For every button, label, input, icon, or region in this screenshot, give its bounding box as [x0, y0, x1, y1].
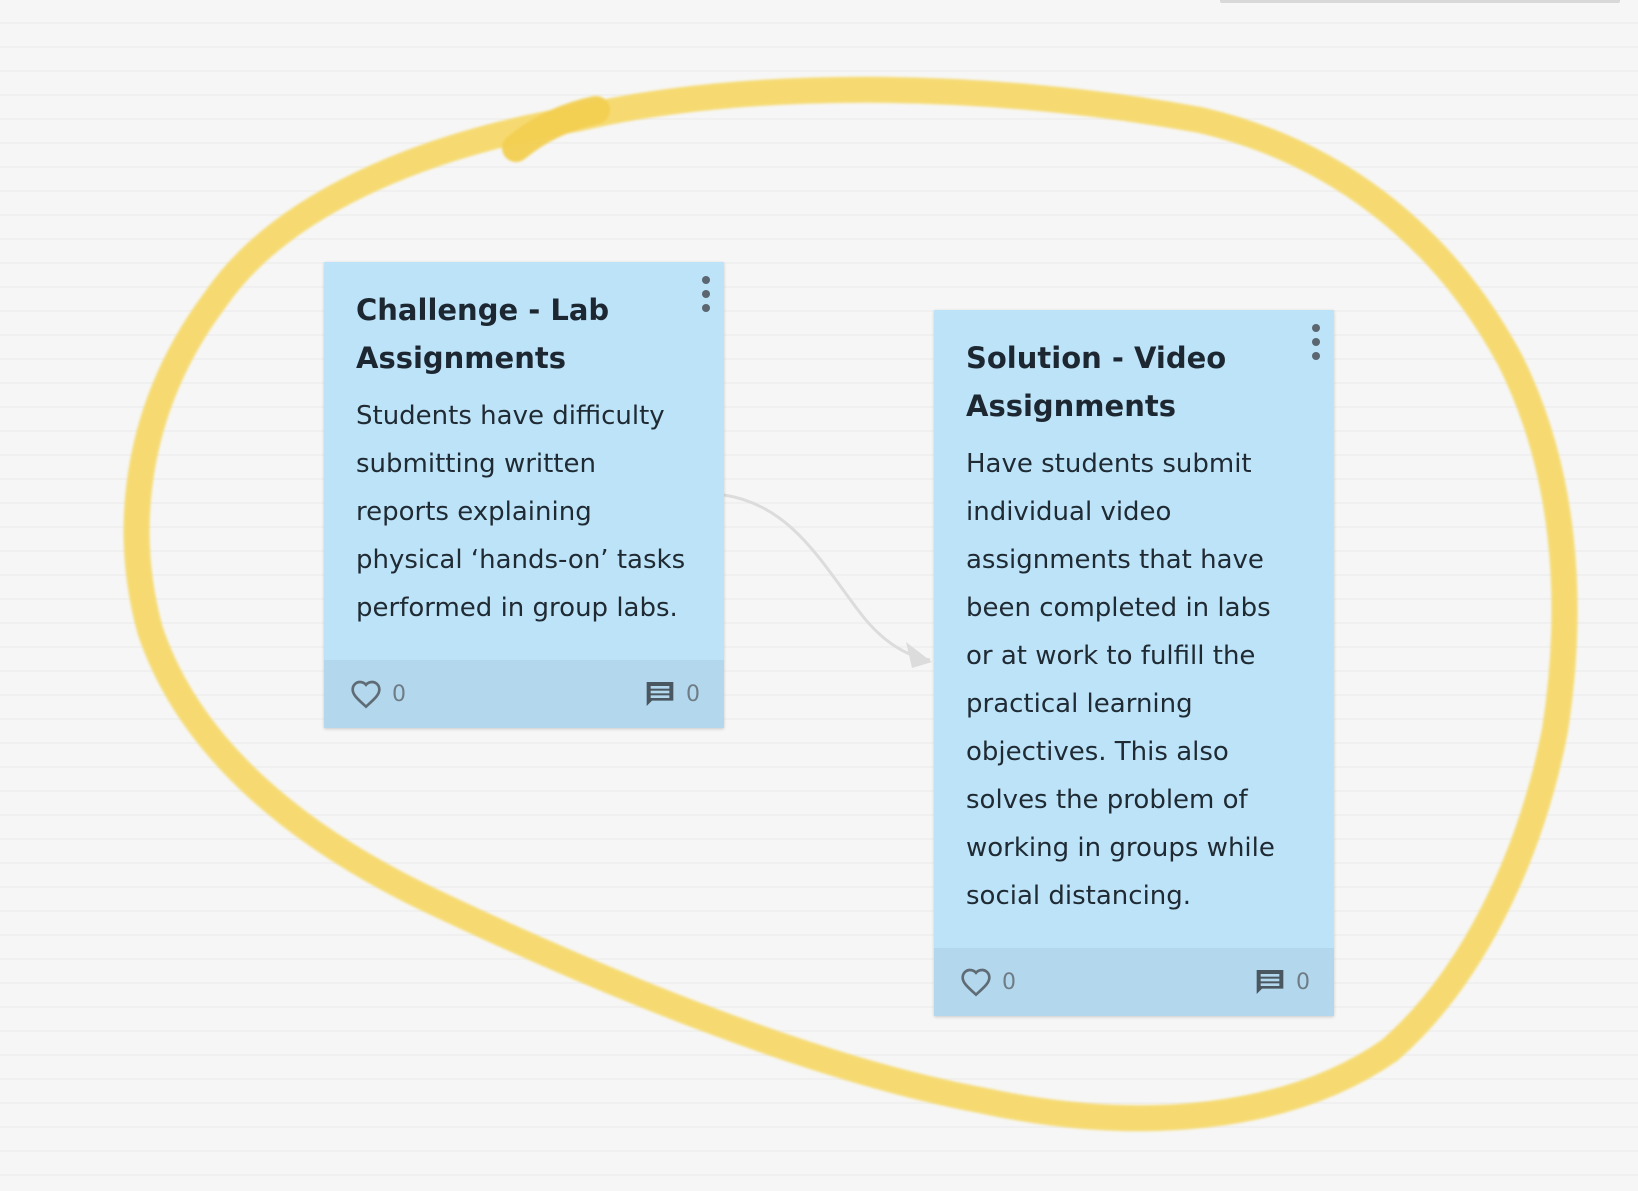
comment-icon	[644, 679, 676, 709]
connector-arrowhead-icon	[906, 642, 932, 668]
toolbar-edge	[1220, 0, 1620, 3]
like-button[interactable]: 0	[350, 679, 406, 709]
card-menu-button[interactable]	[698, 276, 714, 312]
comment-count: 0	[686, 681, 700, 707]
card-challenge[interactable]: Challenge - Lab Assignments Students hav…	[324, 262, 724, 728]
like-count: 0	[392, 681, 406, 707]
like-count: 0	[1002, 969, 1016, 995]
comment-button[interactable]: 0	[644, 679, 700, 709]
card-description: Have students submit individual video as…	[966, 449, 1275, 911]
card-footer: 0 0	[934, 948, 1334, 1016]
like-button[interactable]: 0	[960, 967, 1016, 997]
heart-icon	[350, 679, 382, 709]
card-title: Solution - Video Assignments	[966, 341, 1227, 423]
comment-icon	[1254, 967, 1286, 997]
heart-icon	[960, 967, 992, 997]
more-vertical-icon	[1312, 324, 1320, 332]
connector-line[interactable]	[723, 493, 931, 662]
card-content: Challenge - Lab Assignments Students hav…	[324, 262, 724, 660]
card-content: Solution - Video Assignments Have studen…	[934, 310, 1334, 948]
card-footer: 0 0	[324, 660, 724, 728]
comment-button[interactable]: 0	[1254, 967, 1310, 997]
more-vertical-icon	[702, 276, 710, 284]
card-description: Students have difficulty submitting writ…	[356, 401, 686, 623]
card-menu-button[interactable]	[1308, 324, 1324, 360]
card-solution[interactable]: Solution - Video Assignments Have studen…	[934, 310, 1334, 1016]
comment-count: 0	[1296, 969, 1310, 995]
card-title: Challenge - Lab Assignments	[356, 293, 610, 375]
highlight-annotation[interactable]	[123, 76, 1578, 1132]
